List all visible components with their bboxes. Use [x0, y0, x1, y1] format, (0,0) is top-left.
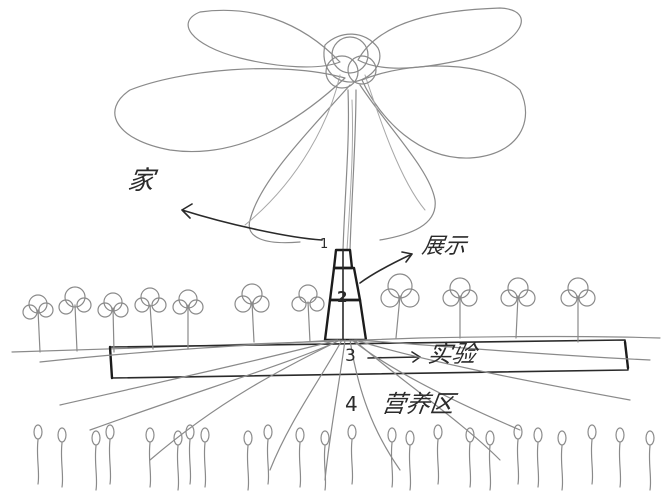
bud [34, 425, 42, 484]
bud [186, 425, 194, 484]
label-nutrition-num: 4 [345, 394, 358, 414]
flower [561, 278, 595, 342]
bud [348, 425, 356, 484]
flower [23, 295, 53, 352]
bud-row [34, 425, 654, 490]
bud [406, 431, 414, 490]
label-research-num: 2 [337, 290, 347, 305]
label-display: 展示 [420, 236, 467, 258]
label-display-num: 1 [320, 238, 328, 251]
bud [466, 428, 474, 487]
label-home: 家 [126, 168, 156, 194]
bud [534, 428, 542, 487]
flower [235, 284, 269, 342]
flower [98, 293, 128, 352]
label-experiment: 实验 [426, 342, 477, 366]
flower [443, 278, 477, 338]
bud [106, 425, 114, 484]
arrow-to-display [360, 252, 412, 283]
bud [264, 425, 272, 484]
bud [434, 425, 442, 484]
bud [514, 425, 522, 484]
flower [173, 290, 203, 349]
flower-row [23, 274, 595, 352]
bud [201, 428, 209, 487]
label-nutrition: 营养区 [380, 392, 455, 416]
label-experiment-num: 3 [345, 348, 356, 365]
bud [588, 425, 596, 484]
bud [58, 428, 66, 487]
bud [558, 431, 566, 490]
flower [381, 274, 419, 338]
flower [501, 278, 535, 338]
bud [486, 431, 494, 490]
bud [244, 431, 252, 490]
flower [292, 285, 324, 342]
bud [92, 431, 100, 490]
stem [343, 90, 356, 250]
flower [135, 288, 166, 349]
bud [388, 428, 396, 487]
bud [616, 428, 624, 487]
bud [296, 428, 304, 487]
flower [59, 287, 91, 351]
arrow-to-home [182, 204, 322, 240]
bud [646, 431, 654, 490]
giant-flower-canopy [115, 8, 526, 243]
